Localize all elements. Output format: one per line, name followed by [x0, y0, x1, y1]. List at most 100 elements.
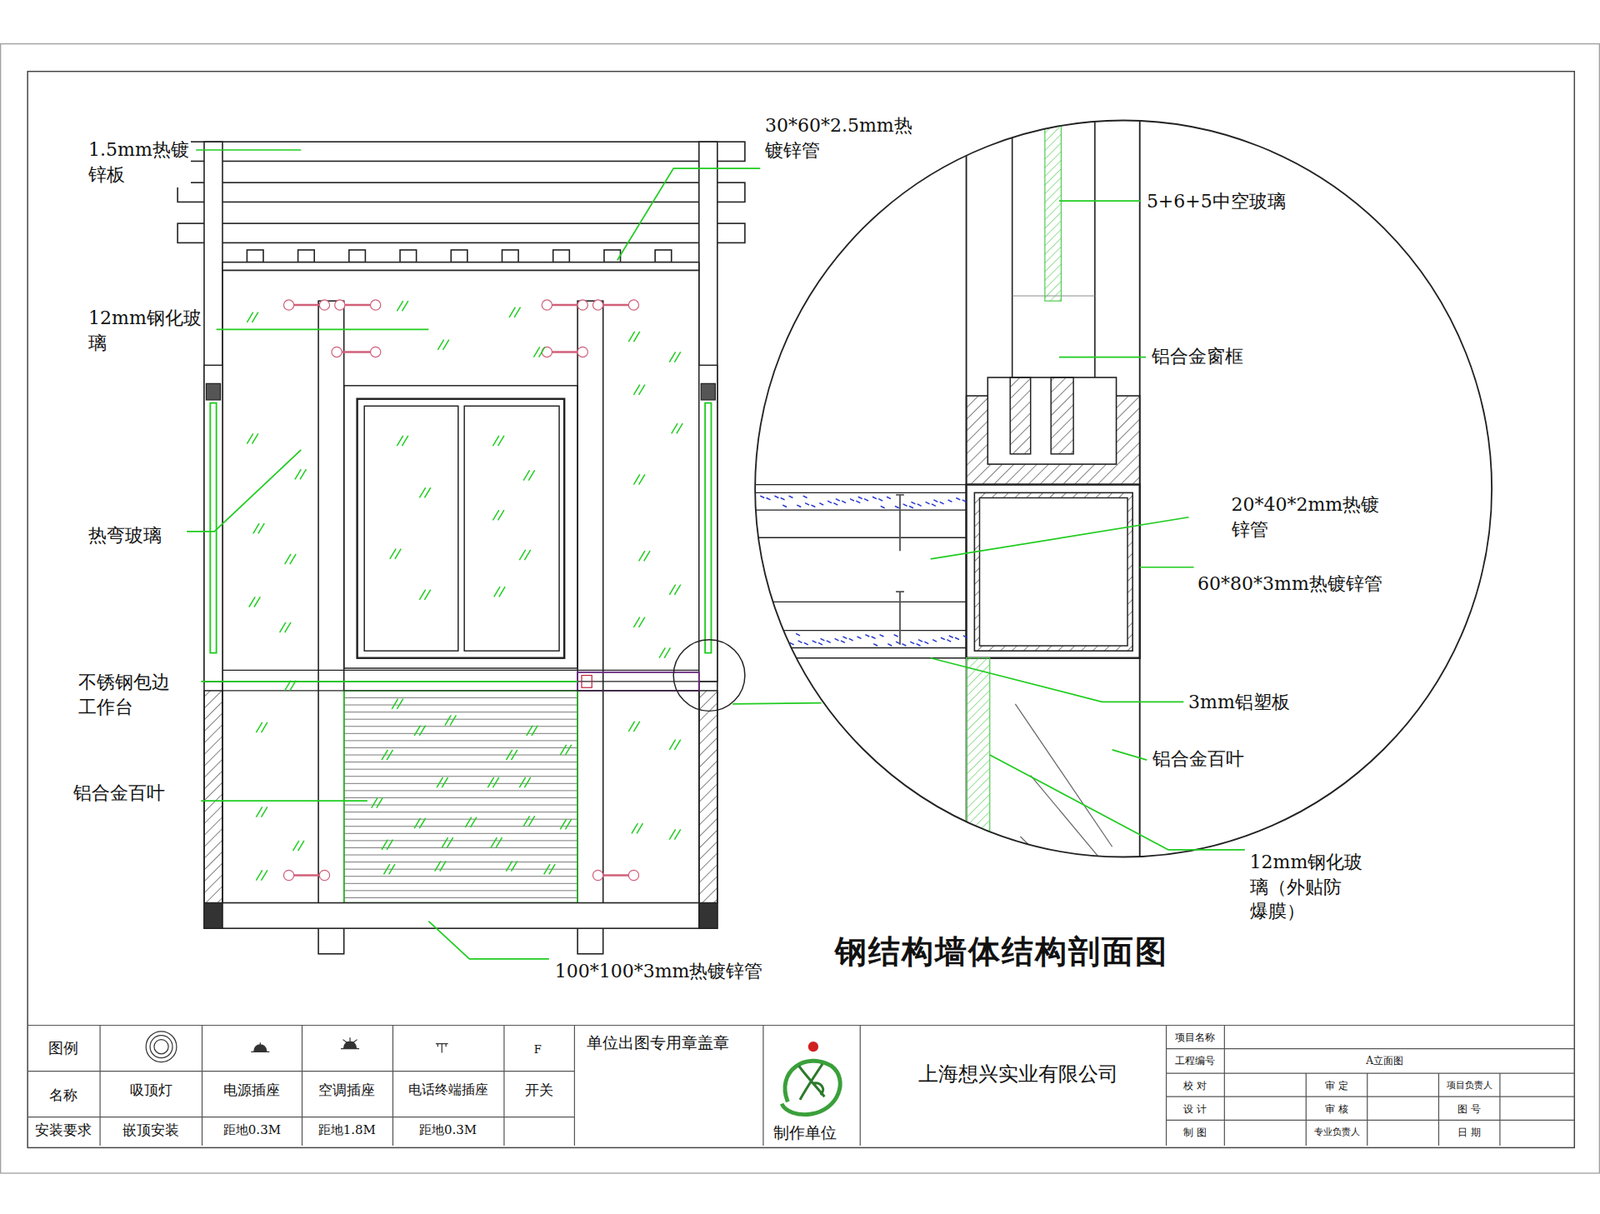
glass-mark — [633, 385, 640, 395]
panel-core-dot — [858, 496, 863, 499]
glass-mark — [414, 725, 420, 736]
hinge-bar — [336, 350, 376, 353]
table-cell-text: 工程编号 — [1175, 1054, 1215, 1068]
glass-mark — [528, 470, 535, 480]
panel-core-dot — [798, 640, 803, 643]
title-block — [27, 1025, 1575, 1145]
panel-core-dot — [931, 504, 936, 506]
glass-mark — [371, 797, 378, 808]
panel-core-dot — [835, 499, 840, 501]
table-line — [99, 1025, 100, 1145]
ac-socket-symbol — [340, 1037, 360, 1049]
text-line: 锌板 — [88, 164, 125, 185]
bent-glass — [210, 403, 216, 654]
glass-mark — [674, 351, 680, 362]
panel-core-dot — [940, 501, 945, 504]
part-label: 20*40*2mm热镀 锌管 — [1230, 492, 1382, 542]
part-label: 60*80*3mm热镀锌管 — [1195, 571, 1385, 597]
panel-core-dot — [865, 635, 870, 637]
desk-bottom — [222, 690, 700, 691]
tempered-glass — [966, 658, 990, 883]
table-cell-text: A立面图 — [1365, 1054, 1404, 1068]
louver-blade — [344, 733, 578, 735]
glass-mark — [300, 469, 306, 480]
glass-mark — [261, 806, 268, 817]
table-cell-text: 电源插座 — [223, 1080, 280, 1100]
frame-profile — [987, 377, 1116, 465]
top-beam — [222, 262, 700, 271]
table-line — [574, 1025, 575, 1145]
table-cell-text: 电话终端插座 — [408, 1080, 489, 1100]
table-cell-text: 项目负责人 — [1446, 1079, 1493, 1092]
table-line — [27, 1070, 575, 1072]
inner-post — [318, 300, 345, 955]
glass-mark — [419, 818, 425, 829]
louver-blade — [344, 790, 578, 791]
glass-mark — [659, 647, 665, 658]
glass-mark — [401, 300, 408, 311]
panel-core-dot — [855, 500, 860, 503]
panel-core-dot — [880, 635, 885, 637]
detail-marker — [673, 640, 745, 712]
ceiling-lamp-symbol — [145, 1031, 177, 1063]
glass-mark — [492, 435, 499, 446]
louver-blade-section — [1020, 836, 1061, 878]
table-line — [1366, 1073, 1368, 1146]
booth-elevation — [177, 141, 822, 955]
panel-core-dot — [946, 640, 951, 642]
panel-core-dot — [804, 642, 809, 645]
drawing-title: 钢结构墙体结构剖面图 — [835, 930, 1169, 974]
panel-core-dot — [780, 497, 785, 500]
part-label: 100*100*3mm热镀锌管 — [553, 959, 765, 985]
glass-mark — [246, 433, 253, 444]
glass-mark — [674, 740, 680, 750]
table-line — [1305, 1073, 1307, 1146]
table-cell-text: 上海想兴实业有限公司 — [918, 1060, 1119, 1088]
glass-mark — [295, 469, 301, 480]
glass-mark — [253, 523, 260, 534]
side-lower-panel — [699, 690, 718, 904]
hinge-pin — [370, 346, 381, 357]
glass-mark — [494, 586, 500, 597]
glass-mark — [669, 829, 675, 840]
leader-line — [1140, 566, 1195, 569]
side-window-head — [205, 383, 220, 400]
part-label: 不锈钢包边 工作台 — [76, 670, 172, 720]
leader-line — [200, 800, 368, 802]
panel-core-dot — [826, 640, 831, 643]
table-cell-text: 距地1.8M — [318, 1120, 376, 1138]
glass-mark — [446, 837, 453, 848]
table-cell-text: 安装要求 — [35, 1120, 92, 1140]
leader-line — [1059, 356, 1146, 359]
table-line — [1166, 1096, 1575, 1098]
text-line: 爆膜） — [1250, 900, 1305, 922]
glass-mark — [639, 550, 645, 561]
section-detail-clipped — [745, 101, 1140, 883]
louver-blade — [344, 783, 578, 785]
glass-mark — [674, 829, 680, 840]
leader-line — [930, 658, 1185, 703]
purlin-section — [246, 250, 264, 263]
glass-mark — [261, 870, 268, 880]
table-line — [201, 1025, 203, 1145]
glass-mark — [519, 550, 525, 560]
post-base — [699, 903, 718, 930]
hinge-pin — [541, 300, 552, 310]
part-label: 铝合金百叶 — [1150, 746, 1246, 772]
louver-blade — [344, 769, 578, 770]
panel-core-dot — [878, 499, 883, 501]
table-line — [860, 1025, 861, 1145]
louver-blade — [344, 861, 578, 863]
glass-panel — [222, 270, 700, 903]
insulated-glass — [1045, 101, 1062, 301]
glass-mark — [419, 487, 425, 498]
glass-mark — [492, 510, 499, 520]
glass-mark — [636, 823, 643, 834]
glass-mark — [565, 745, 571, 755]
panel-core-dot — [796, 505, 801, 507]
panel-line — [745, 510, 967, 511]
window-frame-section — [1012, 101, 1095, 398]
panel-core-dot — [760, 495, 765, 498]
hinge-pin — [335, 300, 345, 310]
